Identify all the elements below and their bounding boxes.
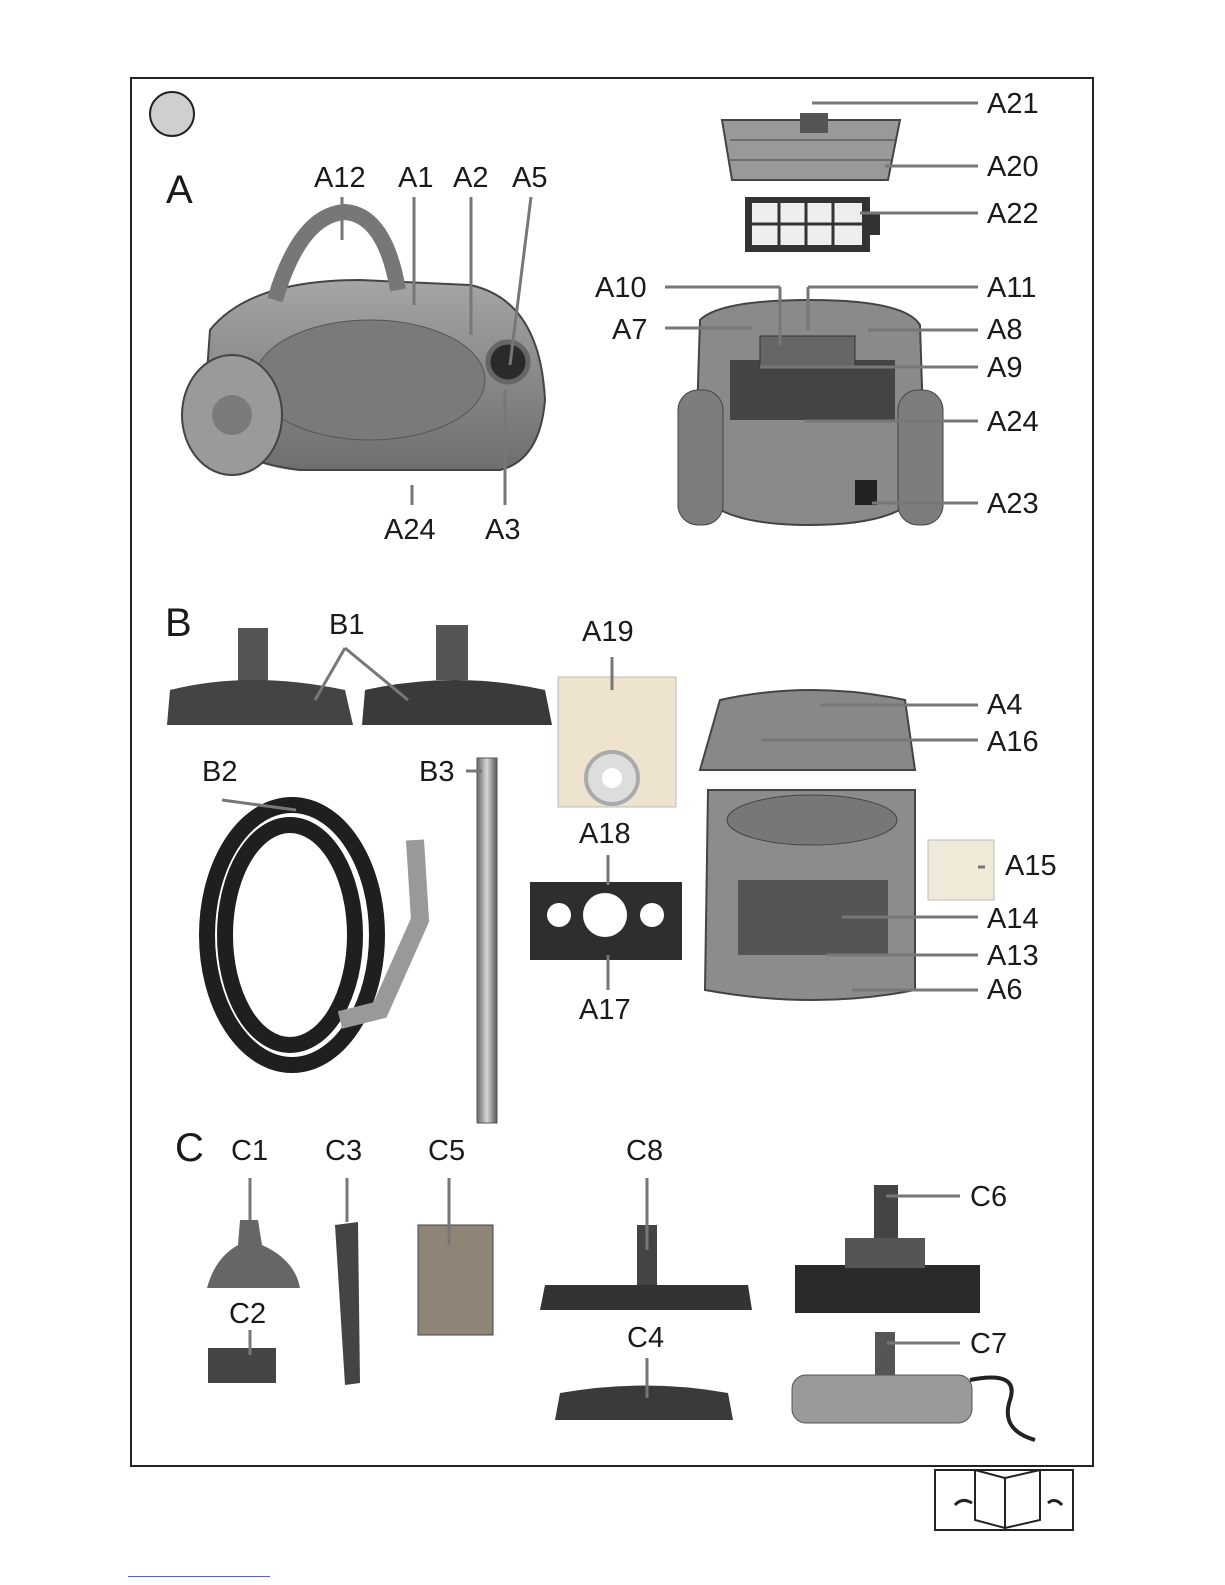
telescopic-tube-image [477,758,497,1123]
label-c7: C7 [970,1330,1007,1359]
label-a11: A11 [987,274,1036,303]
label-a18: A18 [579,820,631,849]
label-a17: A17 [579,996,631,1025]
bag-holder-image [530,882,682,960]
section-label-b: B [165,603,192,643]
label-a14: A14 [987,905,1039,934]
section-marker-circle [150,92,194,136]
label-a19: A19 [582,618,634,647]
label-a7: A7 [612,316,647,345]
label-b1: B1 [329,611,364,640]
label-a9: A9 [987,354,1022,383]
label-c3: C3 [325,1137,362,1166]
label-a24-front: A24 [384,516,436,545]
label-a5: A5 [512,164,547,193]
label-a23: A23 [987,490,1039,519]
turbo-brush-image [795,1185,980,1313]
label-a24-back: A24 [987,408,1039,437]
label-a22: A22 [987,200,1039,229]
label-a13: A13 [987,942,1039,971]
upholstery-nozzle-image [207,1220,300,1288]
section-label-a: A [166,170,193,210]
hepa-filter-image [745,197,880,252]
label-a10: A10 [595,274,647,303]
hose-image [207,805,420,1065]
label-c4: C4 [627,1324,664,1353]
label-a12: A12 [314,164,366,193]
vacuum-cleaner-back-image [678,300,943,525]
label-b3: B3 [419,758,454,787]
vacuum-cleaner-front-image [182,212,545,475]
cloth-dust-bag-image [418,1225,493,1335]
motor-filter-pad-image [928,840,994,900]
outlet-grille-image [722,113,900,180]
page-turn-icon [935,1470,1073,1530]
label-a3: A3 [485,516,520,545]
label-a1: A1 [398,164,433,193]
label-a8: A8 [987,316,1022,345]
label-a20: A20 [987,153,1039,182]
dusting-brush-image [208,1348,276,1383]
hard-floor-nozzle-image [555,1386,733,1421]
label-c2: C2 [229,1300,266,1329]
label-b2: B2 [202,758,237,787]
label-c1: C1 [231,1137,268,1166]
label-a15: A15 [1005,852,1057,881]
section-label-c: C [175,1128,204,1168]
label-a2: A2 [453,164,488,193]
label-c6: C6 [970,1183,1007,1212]
label-a21: A21 [987,90,1039,119]
bottom-link-underline [128,1576,270,1577]
label-a6: A6 [987,976,1022,1005]
label-a16: A16 [987,728,1039,757]
label-c8: C8 [626,1137,663,1166]
label-c5: C5 [428,1137,465,1166]
dust-bag-image [558,677,676,807]
label-a4: A4 [987,691,1022,720]
crevice-tool-image [335,1222,360,1385]
